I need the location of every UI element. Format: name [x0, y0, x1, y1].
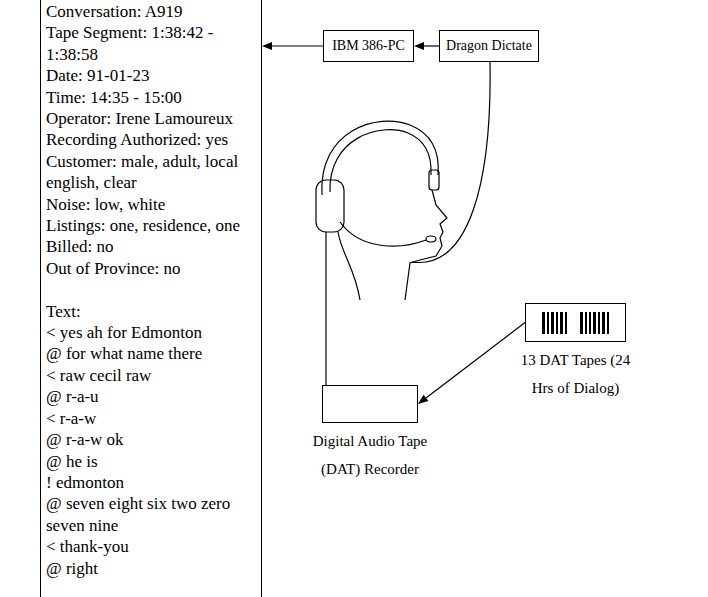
transcript-line: @ r-a-w ok	[46, 429, 258, 450]
bar	[585, 312, 587, 334]
bar	[598, 312, 600, 334]
transcript-line: @ right	[46, 558, 258, 579]
transcript-line: Text:	[46, 301, 258, 322]
bar	[580, 312, 583, 334]
recorder-box: Digital Audio Tape (DAT) Recorder	[322, 385, 418, 423]
bar	[551, 312, 554, 334]
transcript-line: @ for what name there	[46, 343, 258, 364]
transcript-line: Recording Authorized: yes	[46, 129, 258, 150]
tape-box: 13 DAT Tapes (24 Hrs of Dialog)	[525, 303, 626, 342]
bar	[602, 312, 605, 334]
operator-figure	[316, 62, 490, 385]
device-caption: 13 DAT Tapes (24 Hrs of Dialog)	[496, 346, 656, 402]
barcode-symbol	[542, 312, 609, 334]
bar	[560, 312, 563, 334]
transcript-line: Customer: male, adult, local english, cl…	[46, 151, 258, 194]
connector-line	[272, 45, 323, 46]
headband-outer	[322, 121, 438, 195]
arrowhead	[262, 42, 272, 50]
transcript-line: < yes ah for Edmonton	[46, 322, 258, 343]
connector-arrow	[414, 42, 439, 50]
transcript-line: @ r-a-u	[46, 386, 258, 407]
transcript-line: @ he is	[46, 451, 258, 472]
transcript-line: Noise: low, white	[46, 194, 258, 215]
transcript-line: Date: 91-01-23	[46, 65, 258, 86]
face-profile	[405, 190, 447, 300]
connector-line	[426, 323, 525, 398]
transcript-line: ! edmonton	[46, 472, 258, 493]
bar	[556, 312, 558, 334]
connector-arrow	[418, 323, 525, 405]
microphone-head	[426, 236, 436, 242]
ear-piece	[429, 170, 439, 190]
transcript-line: @ seven eight six two zero seven nine	[46, 493, 258, 536]
headphone-wire	[325, 232, 326, 385]
transcript-line: Tape Segment: 1:38:42 - 1:38:58	[46, 22, 258, 65]
transcript-line: Out of Province: no	[46, 258, 258, 279]
microphone-boom	[340, 222, 426, 246]
transcript-line: Operator: Irene Lamoureux	[46, 108, 258, 129]
bar	[589, 312, 591, 334]
transcript-line: Billed: no	[46, 236, 258, 257]
transcript-line: < raw cecil raw	[46, 365, 258, 386]
box-label: Dragon Dictate	[446, 38, 532, 54]
transcript-line: Time: 14:35 - 15:00	[46, 87, 258, 108]
box-label: IBM 386-PC	[332, 38, 405, 54]
transcript-line: Listings: one, residence, one	[46, 215, 258, 236]
ear-cup	[316, 180, 344, 232]
back-of-neck	[338, 232, 360, 300]
process-box: Dragon Dictate	[439, 30, 539, 62]
bar	[547, 312, 549, 334]
bar	[565, 312, 567, 334]
transcript-box: Conversation: A919Tape Segment: 1:38:42 …	[40, 0, 262, 597]
bar	[593, 312, 596, 334]
microphone-cord	[412, 62, 490, 262]
bar	[542, 312, 545, 334]
headband-inner	[330, 130, 431, 192]
transcript-line: Conversation: A919	[46, 1, 258, 22]
transcript-line: < thank-you	[46, 536, 258, 557]
transcript-line: < r-a-w	[46, 408, 258, 429]
process-box: IBM 386-PC	[323, 30, 414, 62]
device-caption: Digital Audio Tape (DAT) Recorder	[290, 427, 450, 483]
bar	[607, 312, 609, 334]
arrowhead	[414, 42, 424, 50]
connector-arrow	[262, 42, 323, 50]
arrowhead	[418, 395, 428, 404]
connector-line	[424, 45, 439, 46]
